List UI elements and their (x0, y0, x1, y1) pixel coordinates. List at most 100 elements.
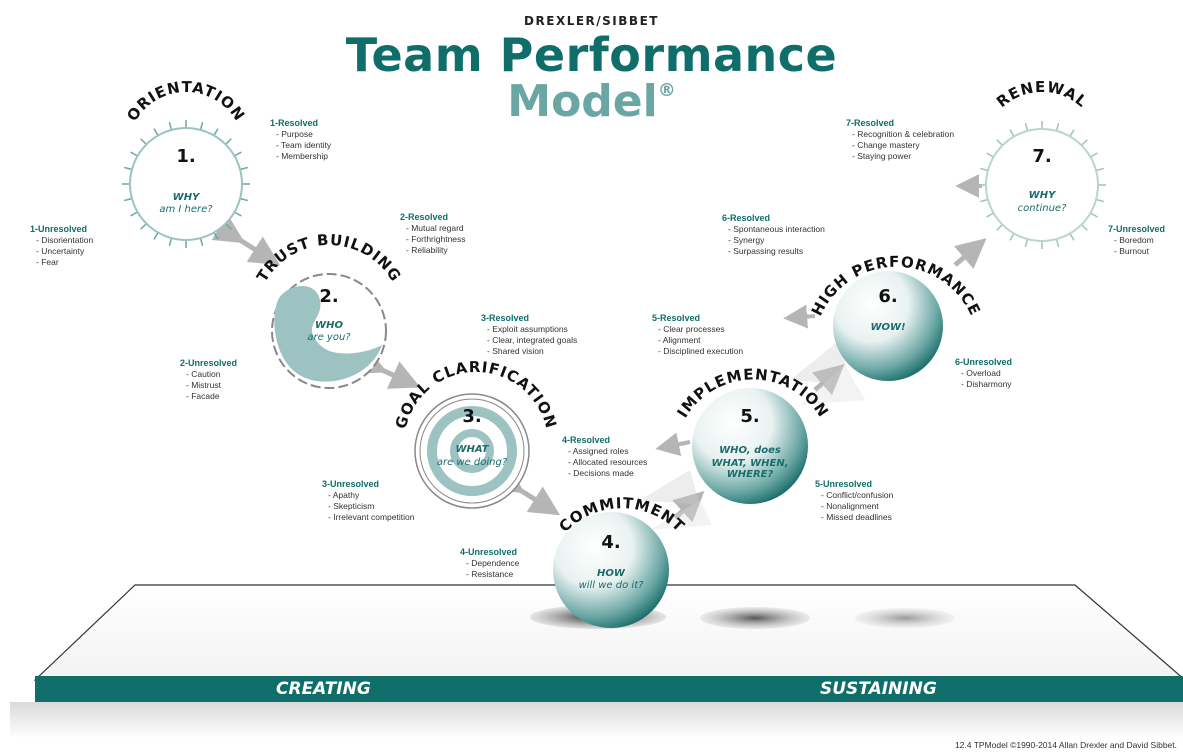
arrow-6-7 (953, 238, 987, 269)
stage-6-number: 6. (878, 286, 898, 307)
shadow-6 (855, 608, 955, 628)
arrow-2-3 (353, 346, 421, 389)
note-item: Boredom (1108, 235, 1165, 246)
stage-1-number: 1. (176, 146, 196, 167)
stage-1-question-1: WHY (172, 192, 200, 203)
note-5-resolved: 5-Resolved Clear processes Alignment Dis… (652, 313, 743, 357)
stage-1-orientation (122, 120, 250, 248)
arrow-1-2 (211, 214, 281, 266)
sun-ray (239, 197, 249, 202)
shadow-5 (700, 607, 810, 629)
subtitle-text: Model (507, 76, 658, 127)
stage-1-question-2: am I here? (159, 204, 213, 215)
note-1-unresolved: 1-Unresolved Disorientation Uncertainty … (30, 224, 93, 268)
note-item: Uncertainty (30, 246, 93, 257)
stage-4-commitment-sphere (553, 512, 669, 628)
note-item: Exploit assumptions (481, 324, 577, 335)
note-5-unresolved: 5-Unresolved Conflict/confusion Nonalign… (815, 479, 893, 523)
sun-ray (1095, 198, 1105, 203)
stage-6-high-performance-sphere (833, 271, 943, 381)
sun-ray (234, 211, 242, 217)
sun-ray (225, 223, 232, 230)
note-item: Change mastery (846, 140, 954, 151)
note-item: Skepticism (322, 501, 414, 512)
sun-ray (123, 197, 133, 202)
sun-ray (1090, 152, 1098, 158)
note-item: Clear, integrated goals (481, 335, 577, 346)
note-item: Recognition & celebration (846, 129, 954, 140)
note-heading: 6-Resolved (722, 213, 771, 223)
sun-ray (153, 128, 159, 136)
speed-streaks-5 (640, 470, 712, 530)
note-item: Spontaneous interaction (722, 224, 825, 235)
note-item: Facade (180, 391, 237, 402)
stage-4-question-1: HOW (597, 568, 625, 579)
note-6-resolved: 6-Resolved Spontaneous interaction Syner… (722, 213, 825, 257)
stage-3-question-2: are we doing? (436, 457, 508, 468)
note-1-resolved: 1-Resolved Purpose Team identity Members… (270, 118, 331, 162)
sun-ray (1024, 122, 1029, 132)
sun-ray (1055, 122, 1060, 132)
stage-5-question-2: WHAT, WHEN, WHERE? (711, 458, 789, 480)
note-item: Staying power (846, 151, 954, 162)
arrow-3-4 (491, 464, 561, 516)
arrow-5-6 (812, 364, 845, 396)
stage-7-question-2: continue? (1017, 203, 1067, 214)
stage-7-renewal (978, 121, 1106, 249)
creating-label: CREATING (276, 679, 371, 699)
stage-3-number: 3. (462, 406, 482, 427)
note-item: Overload (955, 368, 1012, 379)
note-item: Surpassing results (722, 246, 825, 257)
note-item: Shared vision (481, 346, 577, 357)
stage-5-question-1: WHO, does (719, 445, 781, 456)
note-item: Clear processes (652, 324, 743, 335)
arrow-6-back (783, 304, 816, 329)
sun-ray (225, 138, 232, 145)
note-item: Team identity (270, 140, 331, 151)
sun-ray (199, 237, 204, 247)
note-heading: 2-Unresolved (180, 358, 238, 368)
note-item: Burnout (1108, 246, 1165, 257)
note-3-resolved: 3-Resolved Exploit assumptions Clear, in… (481, 313, 577, 357)
sun-ray (199, 121, 204, 131)
sun-ray (1069, 129, 1075, 137)
sun-ray (979, 167, 989, 172)
note-item: Fear (30, 257, 93, 268)
note-item: Disciplined execution (652, 346, 743, 357)
platform-shadow (10, 702, 1183, 738)
note-item: Dependence (460, 558, 519, 569)
note-heading: 7-Unresolved (1108, 224, 1166, 234)
sun-ray (213, 232, 219, 240)
stage-2-number: 2. (319, 286, 339, 307)
note-item: Membership (270, 151, 331, 162)
note-heading: 5-Resolved (652, 313, 701, 323)
sun-ray (140, 223, 147, 230)
diagram-title: Team Performance (345, 28, 838, 82)
note-item: Synergy (722, 235, 825, 246)
note-item: Apathy (322, 490, 414, 501)
sun-ray (130, 211, 138, 217)
stage-label-7: RENEWAL (993, 78, 1091, 111)
note-heading: 7-Resolved (846, 118, 895, 128)
stage-3-question-1: WHAT (455, 444, 489, 455)
stage-4-number: 4. (601, 532, 621, 553)
arrow-4-5 (672, 490, 705, 523)
note-heading: 1-Unresolved (30, 224, 88, 234)
stage-2-question-2: are you? (307, 332, 351, 343)
note-item: Alignment (652, 335, 743, 346)
note-heading: 1-Resolved (270, 118, 319, 128)
note-item: Disharmony (955, 379, 1012, 390)
stage-label-1: ORIENTATION (123, 78, 249, 125)
note-heading: 4-Unresolved (460, 547, 518, 557)
stage-5-number: 5. (740, 406, 760, 427)
note-heading: 3-Unresolved (322, 479, 380, 489)
platform-band (35, 676, 1183, 702)
stage-2-question-1: WHO (315, 320, 343, 331)
note-item: Caution (180, 369, 237, 380)
sun-ray (234, 151, 242, 157)
note-item: Resistance (460, 569, 519, 580)
stage-7-number: 7. (1032, 146, 1052, 167)
note-item: Allocated resources (562, 457, 648, 468)
